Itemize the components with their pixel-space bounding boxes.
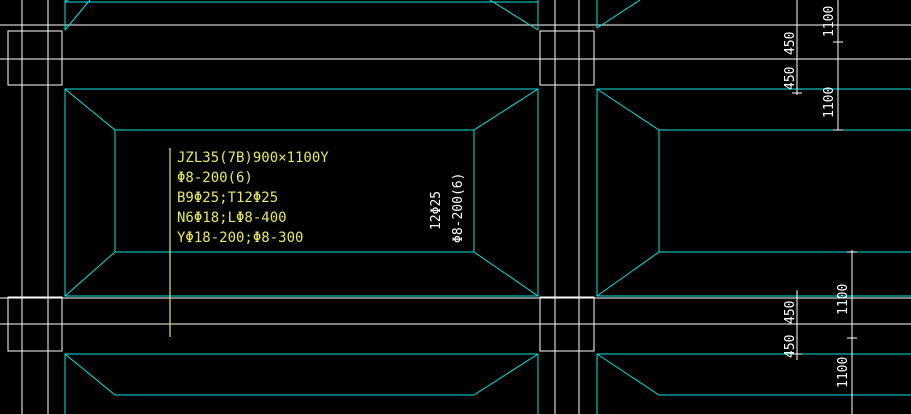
cap-chamfer <box>473 88 539 131</box>
pile-caps <box>64 0 911 414</box>
cap-chamfer <box>473 353 539 396</box>
dimension-lines-top <box>792 0 843 131</box>
annotation-line-4: N6Φ18;LΦ8-400 <box>177 210 287 226</box>
cap-chamfer <box>596 0 641 29</box>
dim-label: 1100 <box>836 357 851 388</box>
vertical-note-line-2: Φ8-200(6) <box>451 173 466 243</box>
beam-annotation[interactable]: JZL35(7B)900×1100Y Φ8-200(6) B9Φ25;T12Φ2… <box>177 150 329 246</box>
annotation-line-5: YΦ18-200;Φ8-300 <box>177 230 303 246</box>
dimension-lines-bottom <box>792 250 857 414</box>
cap-chamfer <box>64 0 91 31</box>
dim-label: 450 <box>783 67 798 90</box>
pile-cap-inner <box>114 129 475 253</box>
cap-chamfer <box>596 88 660 131</box>
dimension-labels-bottom: 450 1100 450 1100 <box>783 284 851 388</box>
dim-label: 450 <box>783 32 798 55</box>
column <box>539 30 595 86</box>
dim-label: 450 <box>783 301 798 324</box>
column <box>7 30 63 86</box>
dim-label: 1100 <box>822 6 837 37</box>
column <box>7 296 63 352</box>
cap-chamfer <box>473 251 539 297</box>
cap-chamfer <box>64 88 116 131</box>
cap-chamfer <box>64 353 116 396</box>
cap-chamfer <box>64 251 116 297</box>
column <box>539 296 595 352</box>
cap-chamfer <box>489 0 539 31</box>
pile-cap-outer <box>64 88 539 297</box>
dim-label: 1100 <box>822 87 837 118</box>
dimension-labels-top: 450 1100 450 1100 <box>783 6 837 118</box>
vertical-note-line-1: 12Φ25 <box>429 191 444 230</box>
annotation-line-2: Φ8-200(6) <box>177 170 253 186</box>
annotation-line-3: B9Φ25;T12Φ25 <box>177 190 278 206</box>
annotation-line-1: JZL35(7B)900×1100Y <box>177 150 329 166</box>
dim-label: 1100 <box>836 284 851 315</box>
pile-cap-top <box>64 0 539 3</box>
cap-chamfer <box>596 251 660 297</box>
dim-label: 450 <box>783 335 798 358</box>
vertical-note[interactable]: 12Φ25 Φ8-200(6) <box>429 173 466 243</box>
cap-chamfer <box>596 353 660 396</box>
